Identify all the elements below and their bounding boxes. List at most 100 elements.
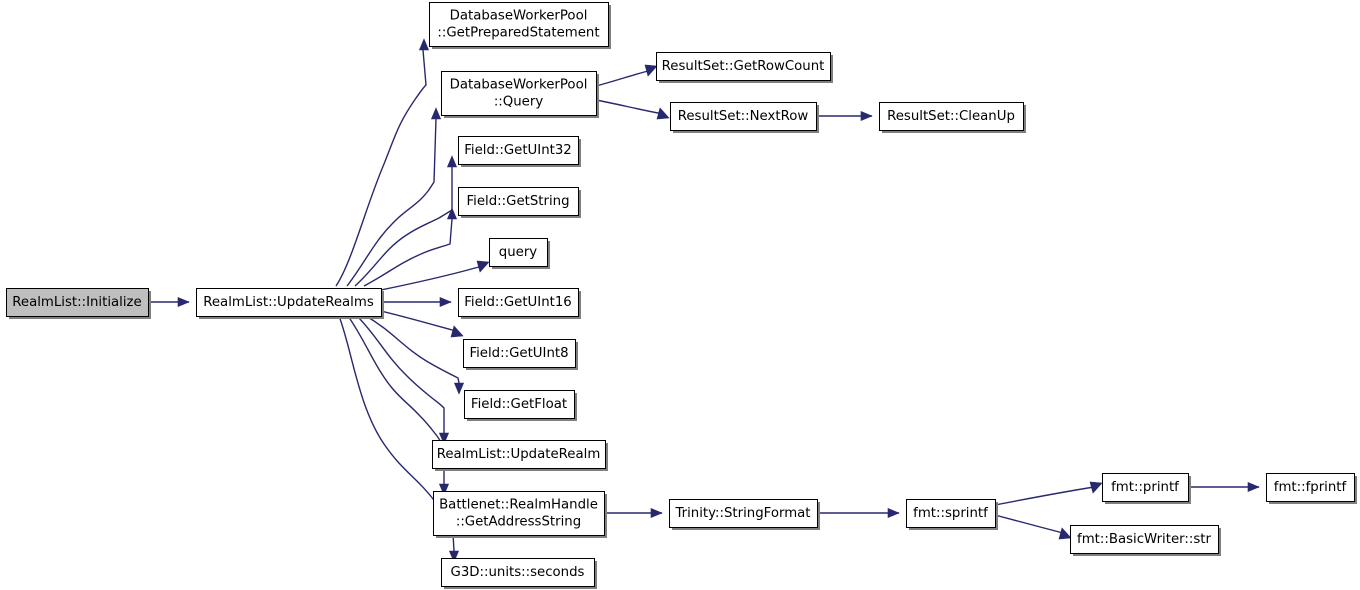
node-box[interactable]	[906, 499, 996, 528]
graph-node-fmt_sprintf[interactable]: fmt::sprintf	[906, 499, 999, 531]
node-box[interactable]	[429, 2, 609, 47]
edge-arrowhead	[453, 382, 465, 395]
node-box[interactable]	[464, 390, 575, 419]
node-box[interactable]	[6, 288, 149, 317]
graph-node-field_getuint32[interactable]: Field::GetUInt32	[458, 136, 582, 168]
graph-node-resultset_nextrow[interactable]: ResultSet::NextRow	[670, 102, 820, 134]
node-label: fmt::printf	[1111, 480, 1179, 495]
graph-node-trinity_stringformat[interactable]: Trinity::StringFormat	[669, 499, 821, 531]
call-edge	[595, 64, 658, 87]
graph-node-battlenet_getaddressstring[interactable]: Battlenet::RealmHandle::GetAddressString	[433, 491, 608, 539]
edge-arrowhead	[476, 260, 490, 273]
node-label: ResultSet::CleanUp	[887, 109, 1015, 124]
node-box[interactable]	[463, 339, 576, 368]
call-edge	[148, 296, 190, 308]
node-label: Field::GetFloat	[471, 397, 567, 412]
edge-line	[354, 167, 453, 287]
node-label: Field::GetString	[466, 194, 569, 209]
edge-line	[595, 69, 652, 87]
call-edge	[347, 315, 450, 496]
node-label: ResultSet::NextRow	[678, 109, 809, 124]
node-box[interactable]	[458, 187, 579, 216]
node-label: Field::GetUInt8	[469, 346, 568, 361]
graph-node-realmlist_updaterealm[interactable]: RealmList::UpdateRealm	[432, 440, 609, 472]
node-label: DatabaseWorkerPool	[450, 78, 588, 93]
edge-line	[994, 514, 1066, 535]
node-box[interactable]	[1266, 473, 1355, 502]
edge-line	[347, 315, 445, 484]
edge-arrowhead	[430, 107, 442, 120]
node-box[interactable]	[1070, 525, 1219, 554]
node-label: Field::GetUInt32	[464, 143, 572, 158]
node-box[interactable]	[458, 288, 579, 317]
call-edge	[363, 207, 458, 287]
graph-node-resultset_getrowcount[interactable]: ResultSet::GetRowCount	[656, 52, 834, 84]
edge-line	[595, 99, 664, 115]
edge-arrowhead	[418, 38, 430, 51]
edge-arrowhead	[177, 296, 190, 308]
node-label: query	[499, 245, 538, 260]
node-label: ResultSet::GetRowCount	[662, 59, 825, 74]
call-edge	[354, 155, 458, 287]
node-box[interactable]	[1102, 473, 1189, 502]
node-box[interactable]	[441, 558, 595, 587]
edge-arrowhead	[448, 550, 460, 563]
node-label: RealmList::Initialize	[12, 295, 141, 310]
node-label: RealmList::UpdateRealms	[203, 295, 374, 310]
call-edge	[817, 507, 900, 519]
graph-node-field_getuint8[interactable]: Field::GetUInt8	[463, 339, 579, 371]
call-edge	[380, 260, 490, 291]
node-label: fmt::sprintf	[913, 506, 988, 521]
node-label: ::GetAddressString	[456, 515, 581, 530]
node-box[interactable]	[433, 491, 605, 536]
edge-arrowhead	[1247, 481, 1260, 493]
graph-node-field_getfloat[interactable]: Field::GetFloat	[464, 390, 578, 422]
edge-arrowhead	[644, 64, 658, 77]
node-box[interactable]	[489, 238, 548, 267]
call-edge	[1188, 481, 1260, 493]
call-edge	[335, 38, 430, 287]
edge-arrowhead	[1058, 527, 1072, 540]
node-box[interactable]	[432, 440, 606, 469]
graph-node-dbwp_getpreparedstatement[interactable]: DatabaseWorkerPool::GetPreparedStatement	[429, 2, 612, 50]
graph-node-dbwp_query[interactable]: DatabaseWorkerPool::Query	[441, 71, 600, 119]
graph-node-fmt_fprintf[interactable]: fmt::fprintf	[1266, 473, 1358, 505]
graph-node-field_getuint16[interactable]: Field::GetUInt16	[458, 288, 582, 320]
graph-node-g3d_units_seconds[interactable]: G3D::units::seconds	[441, 558, 598, 590]
edge-line	[380, 310, 458, 333]
call-edge	[994, 514, 1072, 540]
edge-arrowhead	[1089, 481, 1103, 494]
edge-line	[346, 118, 437, 287]
node-box[interactable]	[196, 288, 382, 317]
graph-node-query[interactable]: query	[489, 238, 551, 270]
graph-node-fmt_basicwriter_str[interactable]: fmt::BasicWriter::str	[1070, 525, 1222, 557]
graph-node-field_getstring[interactable]: Field::GetString	[458, 187, 582, 219]
node-box[interactable]	[670, 102, 817, 131]
node-box[interactable]	[879, 102, 1024, 131]
node-box[interactable]	[458, 136, 579, 165]
graph-node-resultset_cleanup[interactable]: ResultSet::CleanUp	[879, 102, 1027, 134]
edge-arrowhead	[446, 155, 458, 168]
call-edge	[994, 481, 1103, 506]
edge-arrowhead	[438, 483, 450, 496]
node-label: Field::GetUInt16	[464, 295, 572, 310]
graph-node-realmlist_updaterealms[interactable]: RealmList::UpdateRealms	[196, 288, 385, 320]
node-box[interactable]	[669, 499, 818, 528]
node-box[interactable]	[441, 71, 597, 116]
edge-arrowhead	[446, 207, 458, 220]
node-label: fmt::BasicWriter::str	[1077, 532, 1211, 547]
graph-node-realmlist_initialize[interactable]: RealmList::Initialize	[6, 288, 152, 320]
edge-line	[363, 218, 453, 287]
graph-node-fmt_printf[interactable]: fmt::printf	[1102, 473, 1192, 505]
node-box[interactable]	[656, 52, 831, 81]
edge-arrowhead	[656, 107, 670, 120]
node-label: Battlenet::RealmHandle	[439, 498, 598, 513]
edge-arrowhead	[650, 507, 663, 519]
call-edge	[356, 315, 450, 445]
node-label: fmt::fprintf	[1274, 480, 1347, 495]
node-label: G3D::units::seconds	[451, 565, 585, 580]
edge-line	[380, 265, 484, 291]
edges-layer	[148, 38, 1260, 563]
